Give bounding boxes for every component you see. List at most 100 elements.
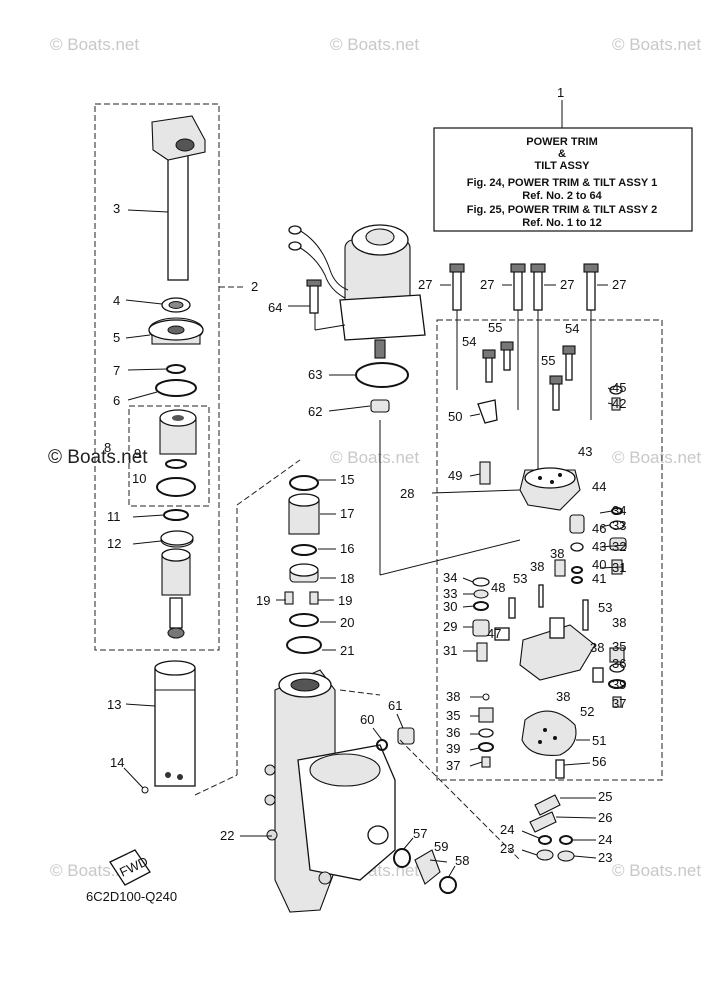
fig25-text: Fig. 25, POWER TRIM & TILT ASSY 2 — [467, 204, 657, 216]
callout-18: 18 — [340, 571, 354, 586]
callout-62: 62 — [308, 404, 322, 419]
diagram-code: 6C2D100-Q240 — [86, 889, 177, 904]
callout-54: 54 — [462, 334, 476, 349]
watermark: © Boats.net — [612, 861, 701, 880]
callout-31: 31 — [612, 560, 626, 575]
watermark: © Boats.net — [48, 447, 148, 468]
fig24-ref: Ref. No. 2 to 64 — [522, 190, 602, 202]
callout-27: 27 — [480, 277, 494, 292]
callout-20: 20 — [340, 615, 354, 630]
watermark: © Boats.net — [330, 448, 419, 467]
callout-44: 44 — [592, 479, 606, 494]
callout-47: 47 — [487, 626, 501, 641]
callout-53: 53 — [598, 600, 612, 615]
callout-42: 42 — [612, 396, 626, 411]
callout-16: 16 — [340, 541, 354, 556]
callout-38: 38 — [550, 546, 564, 561]
callout-30: 30 — [443, 599, 457, 614]
callout-36: 36 — [612, 656, 626, 671]
callout-26: 26 — [598, 810, 612, 825]
watermark: © Boats.net — [330, 35, 419, 54]
callout-45: 45 — [612, 380, 626, 395]
housing-22: FWD — [109, 669, 457, 913]
tilt-rod-assembly — [94, 103, 245, 651]
callout-38: 38 — [612, 615, 626, 630]
callout-17: 17 — [340, 506, 354, 521]
callout-50: 50 — [448, 409, 462, 424]
callout-40: 40 — [592, 557, 606, 572]
center-piston-parts — [284, 475, 322, 654]
leader-lines — [123, 209, 627, 879]
lower-right-parts — [529, 794, 575, 862]
pump-assembly — [436, 263, 663, 781]
watermark: © Boats.net — [612, 448, 701, 467]
callout-23: 23 — [598, 850, 612, 865]
callout-33: 33 — [612, 518, 626, 533]
watermark: © Boats.net — [50, 35, 139, 54]
callout-64: 64 — [268, 300, 282, 315]
callout-12: 12 — [107, 536, 121, 551]
callout-22: 22 — [220, 828, 234, 843]
callout-7: 7 — [113, 363, 120, 378]
callout-5: 5 — [113, 330, 120, 345]
box-title-line: TILT ASSY — [535, 160, 591, 172]
callout-57: 57 — [413, 826, 427, 841]
callout-58: 58 — [455, 853, 469, 868]
callout-61: 61 — [388, 698, 402, 713]
callout-32: 32 — [612, 539, 626, 554]
callout-9: 9 — [134, 446, 141, 461]
callout-39: 39 — [612, 677, 626, 692]
callout-34: 34 — [443, 570, 457, 585]
callout-51: 51 — [592, 733, 606, 748]
callout-15: 15 — [340, 472, 354, 487]
callout-3: 3 — [113, 201, 120, 216]
callout-8: 8 — [104, 440, 111, 455]
callout-23: 23 — [500, 841, 514, 856]
callout-60: 60 — [360, 712, 374, 727]
fig25-ref: Ref. No. 1 to 12 — [522, 217, 601, 229]
callout-19: 19 — [338, 593, 352, 608]
callout-21: 21 — [340, 643, 354, 658]
callout-63: 63 — [308, 367, 322, 382]
box-title-line: POWER TRIM — [526, 136, 598, 148]
callout-59: 59 — [434, 839, 448, 854]
callout-numbers: 3 2 4 5 7 6 8 9 10 11 12 13 14 22 15 17 … — [104, 201, 626, 868]
fig24-text: Fig. 24, POWER TRIM & TILT ASSY 1 — [467, 177, 657, 189]
callout-35: 35 — [446, 708, 460, 723]
cylinder-13 — [141, 459, 301, 796]
callout-53: 53 — [513, 571, 527, 586]
callout-10: 10 — [132, 471, 146, 486]
callout-43: 43 — [592, 539, 606, 554]
callout-49: 49 — [448, 468, 462, 483]
callout-46: 46 — [592, 521, 606, 536]
callout-11: 11 — [107, 509, 121, 524]
callout-55: 55 — [488, 320, 502, 335]
callout-36: 36 — [446, 725, 460, 740]
callout-39: 39 — [446, 741, 460, 756]
callout-37: 37 — [612, 696, 626, 711]
callout-27: 27 — [418, 277, 432, 292]
callout-24: 24 — [500, 822, 514, 837]
callout-6: 6 — [113, 393, 120, 408]
callout-38: 38 — [530, 559, 544, 574]
callout-4: 4 — [113, 293, 120, 308]
box-title-line: & — [558, 148, 566, 160]
callout-38: 38 — [446, 689, 460, 704]
callout-54: 54 — [565, 321, 579, 336]
callout-35: 35 — [612, 639, 626, 654]
callout-13: 13 — [107, 697, 121, 712]
callout-14: 14 — [110, 755, 124, 770]
callout-1: 1 — [557, 85, 564, 100]
callout-31: 31 — [443, 643, 457, 658]
callout-28: 28 — [400, 486, 414, 501]
callout-25: 25 — [598, 789, 612, 804]
callout-27: 27 — [612, 277, 626, 292]
watermark: © Boats.net — [612, 35, 701, 54]
callout-48: 48 — [491, 580, 505, 595]
callout-56: 56 — [592, 754, 606, 769]
callout-19: 19 — [256, 593, 270, 608]
callout-29: 29 — [443, 619, 457, 634]
callout-52: 52 — [580, 704, 594, 719]
motor-assembly — [288, 224, 521, 576]
